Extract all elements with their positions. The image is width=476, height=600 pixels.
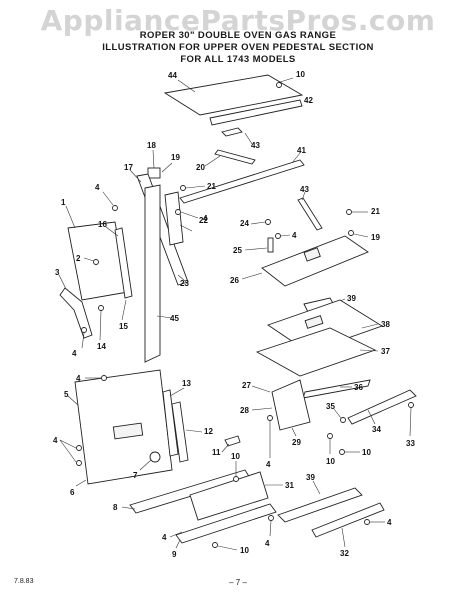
callout-12: 12 <box>204 427 213 436</box>
footer-date-code: 7.8.83 <box>14 578 34 585</box>
part-18-clip <box>147 167 161 179</box>
watermark-logo: AppliancePartsPros.com <box>40 4 436 37</box>
part-43-right-bracket <box>297 197 323 231</box>
callout-43: 43 <box>251 141 260 150</box>
callout-10b: 10 <box>326 457 335 466</box>
callout-10e: 10 <box>240 546 249 555</box>
callout-32: 32 <box>340 549 349 558</box>
callout-28: 28 <box>240 406 249 415</box>
part-44-top-plate <box>163 74 304 116</box>
part-32-rail <box>311 502 385 538</box>
callout-26: 26 <box>230 276 239 285</box>
callout-6: 6 <box>70 488 75 497</box>
callout-11: 11 <box>212 448 221 457</box>
callout-24: 24 <box>240 219 249 228</box>
diagram-models: FOR ALL 1743 MODELS <box>180 54 296 65</box>
callout-16: 16 <box>98 220 107 229</box>
callout-17: 17 <box>124 163 133 172</box>
callout-43b: 43 <box>300 185 309 194</box>
callout-1: 1 <box>61 198 66 207</box>
callout-21: 21 <box>207 182 216 191</box>
callout-4f: 4 <box>53 436 58 445</box>
callout-20: 20 <box>196 163 205 172</box>
callout-19b: 19 <box>371 233 380 242</box>
part-30-rail <box>277 487 363 523</box>
part-43-bracket <box>221 127 243 137</box>
callout-37: 37 <box>381 347 390 356</box>
callout-41: 41 <box>297 146 306 155</box>
part-20-bracket <box>214 149 256 165</box>
part-3-hinge <box>59 287 93 339</box>
callout-35: 35 <box>326 402 335 411</box>
page-number: – 7 – <box>229 578 247 587</box>
part-41-rail <box>179 159 305 204</box>
callout-44: 44 <box>168 71 177 80</box>
part-11-clip <box>224 435 241 447</box>
part-28-bracket <box>271 379 311 431</box>
callout-9: 9 <box>172 550 177 559</box>
callout-4j: 4 <box>387 518 392 527</box>
part-34-rail <box>347 389 417 425</box>
part-22-bracket <box>164 191 184 246</box>
callout-3: 3 <box>55 268 60 277</box>
callout-38: 38 <box>381 320 390 329</box>
callout-4h: 4 <box>162 533 167 542</box>
callout-39b: 39 <box>306 473 315 482</box>
callout-4d: 4 <box>72 349 77 358</box>
callout-45: 45 <box>170 314 179 323</box>
callout-36: 36 <box>354 383 363 392</box>
callout-33: 33 <box>406 439 415 448</box>
callout-7: 7 <box>133 471 138 480</box>
callout-22: 22 <box>199 216 208 225</box>
part-42-lower-plate <box>209 99 303 126</box>
callout-4c: 4 <box>292 231 297 240</box>
callout-5: 5 <box>64 390 69 399</box>
callout-4i: 4 <box>265 539 270 548</box>
part-37-panel <box>255 327 377 377</box>
callout-42: 42 <box>304 96 313 105</box>
callout-34: 34 <box>372 425 381 434</box>
callout-18: 18 <box>147 141 156 150</box>
callout-39: 39 <box>347 294 356 303</box>
callout-10c: 10 <box>362 448 371 457</box>
callout-25: 25 <box>233 246 242 255</box>
callout-13: 13 <box>182 379 191 388</box>
part-15-insulation <box>114 227 133 299</box>
callout-8: 8 <box>113 503 118 512</box>
callout-15: 15 <box>119 322 128 331</box>
part-7-knob <box>149 451 161 463</box>
callout-19: 19 <box>171 153 180 162</box>
callout-29: 29 <box>292 438 301 447</box>
diagram-title: ROPER 30" DOUBLE OVEN GAS RANGE <box>139 30 337 41</box>
diagram-subtitle: ILLUSTRATION FOR UPPER OVEN PEDESTAL SEC… <box>102 42 374 53</box>
callout-4e: 4 <box>76 374 81 383</box>
part-13-strip <box>162 389 179 457</box>
callout-27: 27 <box>242 381 251 390</box>
screw-10 <box>276 82 282 88</box>
part-12-strip <box>171 401 189 463</box>
callout-14: 14 <box>97 342 106 351</box>
part-45-column <box>144 184 161 363</box>
callout-23: 23 <box>180 279 189 288</box>
callout-4b: 4 <box>203 214 208 223</box>
callout-21b: 21 <box>371 207 380 216</box>
part-26-shelf <box>261 235 369 287</box>
callout-31: 31 <box>285 481 294 490</box>
callout-2: 2 <box>76 254 81 263</box>
callout-4g: 4 <box>266 460 271 469</box>
callout-4: 4 <box>95 183 100 192</box>
callout-10d: 10 <box>231 452 240 461</box>
callout-10: 10 <box>296 70 305 79</box>
